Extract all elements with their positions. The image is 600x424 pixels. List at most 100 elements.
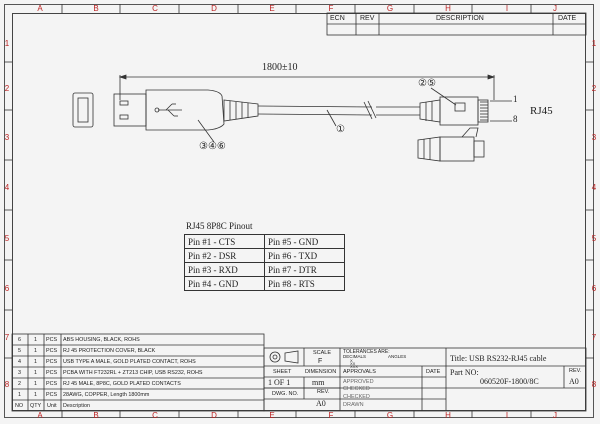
bom-desc: RJ 45 MALE, 8P8C, GOLD PLATED CONTACTS xyxy=(63,381,181,387)
bom-no: 4 xyxy=(18,359,21,365)
bom-qty: 1 xyxy=(34,381,37,387)
pinout-table: Pin #1 - CTS Pin #5 - GND Pin #2 - DSR P… xyxy=(184,234,345,291)
bom-unit: PCS xyxy=(46,381,58,387)
zone-col-e-top: E xyxy=(269,4,275,13)
bom-unit: PCS xyxy=(46,370,58,376)
zone-row-4-right: 4 xyxy=(591,183,597,192)
rj45-label: RJ45 xyxy=(530,105,553,117)
bom-unit: PCS xyxy=(46,392,58,398)
pinout-cell: Pin #8 - RTS xyxy=(264,276,345,291)
zone-col-j-bottom: J xyxy=(553,411,557,420)
tolerance-xx: XX xyxy=(350,361,356,366)
zone-col-d-top: D xyxy=(211,4,217,13)
pinout-cell: Pin #4 - GND xyxy=(184,276,265,291)
zone-row-8-right: 8 xyxy=(591,380,597,389)
bom-qty: 1 xyxy=(34,359,37,365)
bom-no: 6 xyxy=(18,337,21,343)
tolerance-x: X xyxy=(350,358,353,363)
zone-col-d-bottom: D xyxy=(211,411,217,420)
rev-header: REV xyxy=(360,15,375,22)
bom-header-qty: QTY xyxy=(30,403,42,409)
zone-col-i-bottom: I xyxy=(505,411,509,420)
zone-row-7-left: 7 xyxy=(4,333,10,342)
zone-col-h-top: H xyxy=(445,4,451,13)
approvals-label: APPROVALS xyxy=(343,369,376,375)
bom-qty: 1 xyxy=(34,348,37,354)
rev2-value: A0 xyxy=(569,377,579,386)
zone-col-b-bottom: B xyxy=(93,411,99,420)
zone-col-c-top: C xyxy=(152,4,158,13)
part-no-label: Part NO: xyxy=(450,368,479,377)
scale-label: SCALE xyxy=(313,350,332,356)
bom-no: 2 xyxy=(18,381,21,387)
bom-no: 1 xyxy=(18,392,21,398)
pinout-cell: Pin #7 - DTR xyxy=(264,262,345,277)
bom-desc: RJ 45 PROTECTION COVER, BLACK xyxy=(63,348,156,354)
bom-unit: PCS xyxy=(46,348,58,354)
zone-col-i-top: I xyxy=(505,4,509,13)
bom-unit: PCS xyxy=(46,359,58,365)
tolerance-decimals: DECIMALS xyxy=(343,354,367,359)
zone-col-f-top: F xyxy=(328,4,334,13)
rev2-label: REV. xyxy=(569,368,582,374)
checked-label-1: CHECKED xyxy=(343,386,370,392)
zone-col-e-bottom: E xyxy=(269,411,275,420)
zone-col-g-bottom: G xyxy=(386,411,394,420)
tolerance-angles: ANGLES xyxy=(388,354,407,359)
zone-row-1-left: 1 xyxy=(4,39,10,48)
dimension-label: DIMENSION xyxy=(305,369,337,375)
bom-unit: PCS xyxy=(46,337,58,343)
pinout-cell: Pin #2 - DSR xyxy=(184,248,265,263)
zone-col-g-top: G xyxy=(386,4,394,13)
approved-label: APPROVED xyxy=(343,379,374,385)
zone-col-j-top: J xyxy=(553,4,557,13)
zone-col-a-bottom: A xyxy=(37,411,43,420)
bom-header-no: NO xyxy=(15,403,24,409)
ecn-header: ECN xyxy=(330,15,345,22)
pinout-title: RJ45 8P8C Pinout xyxy=(186,221,253,231)
bom-qty: 1 xyxy=(34,337,37,343)
tolerances-label: TOLERANCES ARE: xyxy=(343,349,390,355)
dwg-no-label: DWG. NO. xyxy=(272,391,299,397)
zone-col-b-top: B xyxy=(93,4,99,13)
zone-row-6-left: 6 xyxy=(4,284,10,293)
pinout-cell: Pin #6 - TXD xyxy=(264,248,345,263)
drawing-title: Title: USB RS232-RJ45 cable xyxy=(450,354,547,363)
checked-label-2: CHECKED xyxy=(343,394,370,400)
zone-col-a-top: A xyxy=(37,4,43,13)
bom-desc: 28AWG, COPPER, Length 1800mm xyxy=(63,392,150,398)
sheet-label: SHEET xyxy=(273,369,292,375)
callout-usb-parts: ③④⑥ xyxy=(199,141,226,152)
pinout-cell: Pin #3 - RXD xyxy=(184,262,265,277)
pinout-row: Pin #2 - DSR Pin #6 - TXD xyxy=(184,248,345,263)
zone-row-3-left: 3 xyxy=(4,133,10,142)
pinout-row: Pin #1 - CTS Pin #5 - GND xyxy=(184,234,345,249)
pinout-cell: Pin #1 - CTS xyxy=(184,234,265,249)
length-dimension: 1800±10 xyxy=(262,62,298,73)
zone-row-5-left: 5 xyxy=(4,234,10,243)
pinout-row: Pin #3 - RXD Pin #7 - DTR xyxy=(184,262,345,277)
bom-desc: PCBA WITH FT232RL + ZT213 CHIP, USB RS23… xyxy=(63,370,203,376)
callout-rj45-parts: ②⑤ xyxy=(418,78,436,89)
tolerance-xxx: XXX xyxy=(350,364,359,369)
bom-desc: ABS HOUSING, BLACK, ROHS xyxy=(63,337,140,343)
zone-row-2-right: 2 xyxy=(591,84,597,93)
zone-row-6-right: 6 xyxy=(591,284,597,293)
pinout-cell: Pin #5 - GND xyxy=(264,234,345,249)
zone-row-4-left: 4 xyxy=(4,183,10,192)
zone-col-h-bottom: H xyxy=(445,411,451,420)
rev-value: A0 xyxy=(316,399,326,408)
dimension-value: mm xyxy=(312,378,325,387)
zone-row-5-right: 5 xyxy=(591,234,597,243)
zone-row-8-left: 8 xyxy=(4,380,10,389)
drawn-label: DRAWN xyxy=(343,402,364,408)
zone-col-f-bottom: F xyxy=(328,411,334,420)
bom-qty: 1 xyxy=(34,370,37,376)
scale-value: F xyxy=(318,358,323,365)
approvals-date-label: DATE xyxy=(426,369,441,375)
pin-1-label: 1 xyxy=(513,94,518,104)
bom-no: 5 xyxy=(18,348,21,354)
zone-row-7-right: 7 xyxy=(591,333,597,342)
